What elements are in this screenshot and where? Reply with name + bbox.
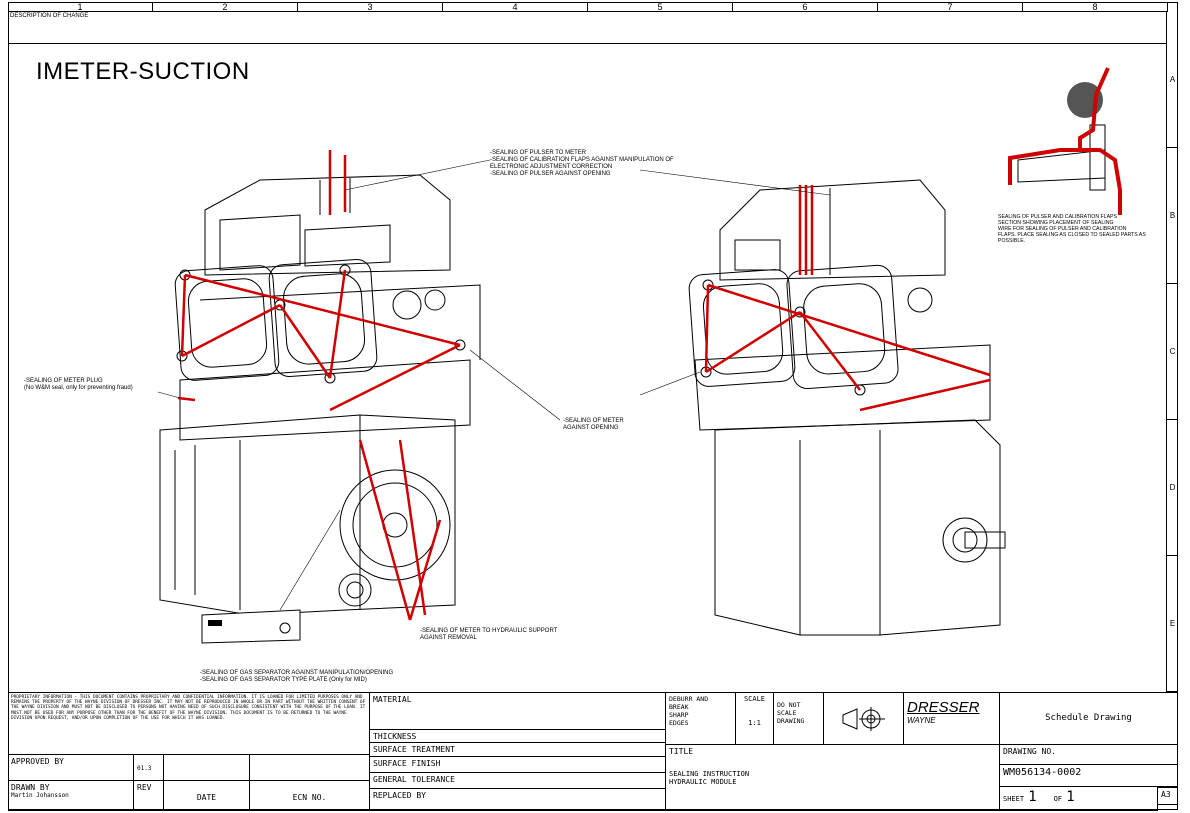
of-label: OF bbox=[1053, 795, 1063, 803]
drawing-sheet bbox=[8, 2, 1178, 810]
general-tolerance-label: GENERAL TOLERANCE bbox=[370, 773, 666, 789]
do-not-scale-note: DO NOT SCALE DRAWING bbox=[774, 693, 824, 745]
surface-treatment-label: SURFACE TREATMENT bbox=[370, 743, 666, 757]
sheet-value: 1 bbox=[1028, 789, 1037, 805]
col-4: 4 bbox=[443, 2, 588, 12]
row-a: A bbox=[1167, 12, 1178, 148]
col-2: 2 bbox=[153, 2, 298, 12]
type-plate bbox=[201, 609, 301, 644]
row-d: D bbox=[1167, 420, 1178, 556]
title-cell: TITLE SEALING INSTRUCTION HYDRAULIC MODU… bbox=[666, 745, 1000, 811]
surface-finish-label: SURFACE FINISH bbox=[370, 757, 666, 773]
scale-label: SCALE bbox=[743, 695, 766, 703]
section-detail bbox=[1008, 67, 1122, 215]
sheet-cell: SHEET 1 OF 1 bbox=[1000, 787, 1158, 811]
row-c: C bbox=[1167, 284, 1178, 420]
leader-lines bbox=[157, 159, 831, 611]
scale-cell: SCALE 1:1 bbox=[736, 693, 774, 745]
wayne-logo: WAYNE bbox=[907, 716, 936, 725]
of-value: 1 bbox=[1066, 789, 1075, 805]
col-1: 1 bbox=[8, 2, 153, 12]
scale-value: 1:1 bbox=[748, 719, 761, 727]
third-angle-projection-icon bbox=[842, 707, 885, 731]
drawing-title: SEALING INSTRUCTION HYDRAULIC MODULE bbox=[669, 770, 750, 786]
ecn-label: ECN NO. bbox=[250, 781, 370, 811]
rev-label: REV bbox=[134, 781, 164, 811]
col-6: 6 bbox=[733, 2, 878, 12]
title-block: PROPRIETARY INFORMATION - THIS DOCUMENT … bbox=[8, 692, 1178, 811]
deburr-note: DEBURR AND BREAK SHARP EDGES bbox=[666, 693, 736, 745]
page-title: IMETER-SUCTION bbox=[36, 58, 250, 85]
schedule-drawing: Schedule Drawing bbox=[1000, 693, 1178, 745]
sealing-wires bbox=[177, 150, 991, 621]
revision-strip bbox=[8, 22, 1166, 44]
revision-value: 01.3 bbox=[134, 755, 164, 781]
col-7: 7 bbox=[878, 2, 1023, 12]
note-section-detail: SEALING OF PULSER AND CALIBRATION FLAPS … bbox=[998, 214, 1146, 244]
drawn-by-cell: DRAWN BY Martin Johansson bbox=[8, 781, 134, 811]
drawing-number: WM056134-0002 bbox=[1000, 765, 1178, 787]
sheet-label: SHEET bbox=[1003, 795, 1025, 803]
approved-by-label: APPROVED BY bbox=[8, 755, 134, 781]
company-logo: DRESSER WAYNE bbox=[904, 693, 1000, 745]
paper-size: A3 bbox=[1158, 787, 1178, 805]
drawn-by-label: DRAWN BY bbox=[11, 783, 50, 792]
thickness-label: THICKNESS bbox=[370, 729, 666, 743]
right-meter-assembly bbox=[688, 179, 1006, 636]
projection-symbol bbox=[824, 693, 904, 745]
dresser-logo: DRESSER bbox=[907, 699, 980, 716]
col-3: 3 bbox=[298, 2, 443, 12]
note-meter-opening: -SEALING OF METER AGAINST OPENING bbox=[563, 418, 624, 431]
ecn-cell bbox=[250, 755, 370, 781]
description-of-change: DESCRIPTION OF CHANGE bbox=[10, 13, 89, 19]
date-cell bbox=[164, 755, 250, 781]
row-b: B bbox=[1167, 148, 1178, 284]
drawing-no-label: DRAWING NO. bbox=[1000, 745, 1178, 765]
note-pulser-sealing: -SEALING OF PULSER TO METER -SEALING OF … bbox=[490, 150, 674, 177]
date-label: DATE bbox=[164, 781, 250, 811]
note-gas-separator: -SEALING OF GAS SEPARATOR AGAINST MANIPU… bbox=[200, 670, 394, 683]
proprietary-notice: PROPRIETARY INFORMATION - THIS DOCUMENT … bbox=[8, 693, 370, 755]
col-8: 8 bbox=[1023, 2, 1168, 12]
col-5: 5 bbox=[588, 2, 733, 12]
column-ruler: 1 2 3 4 5 6 7 8 bbox=[8, 2, 1168, 12]
note-meter-plug: -SEALING OF METER PLUG (No W&M seal, onl… bbox=[24, 378, 133, 391]
note-hydraulic-support: -SEALING OF METER TO HYDRAULIC SUPPORT A… bbox=[420, 628, 558, 641]
row-e: E bbox=[1167, 556, 1178, 692]
title-label: TITLE bbox=[669, 747, 694, 756]
drawn-by-name: Martin Johansson bbox=[11, 792, 69, 799]
row-ruler: A B C D E bbox=[1166, 12, 1178, 692]
replaced-by-label: REPLACED BY bbox=[370, 789, 666, 811]
